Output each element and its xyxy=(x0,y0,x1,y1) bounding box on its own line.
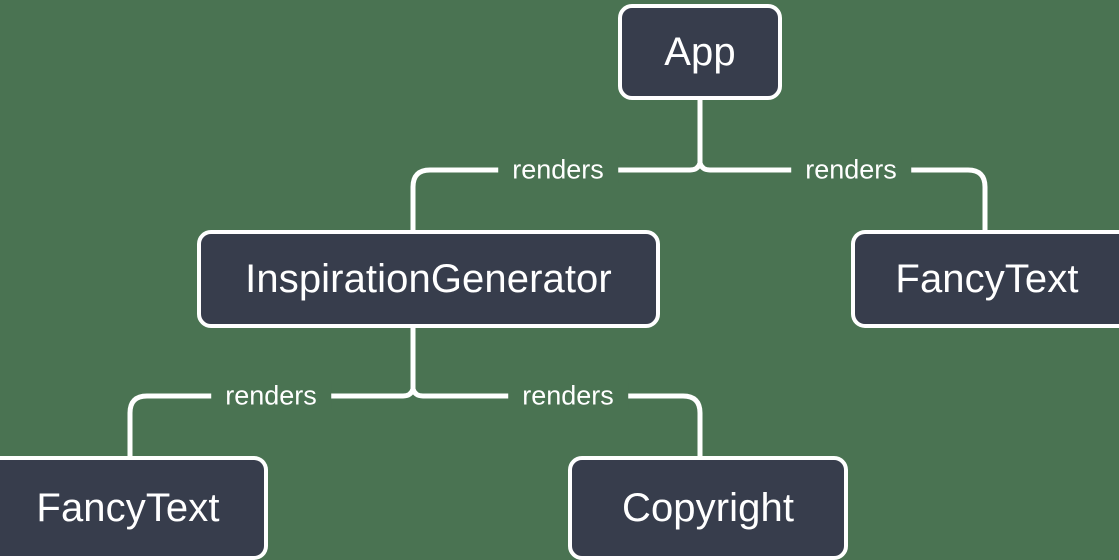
edge-label-app-fancytext: renders xyxy=(791,156,911,184)
node-inspiration-generator[interactable]: InspirationGenerator xyxy=(197,230,660,328)
node-copyright-label: Copyright xyxy=(621,485,795,530)
node-fancy-text-bottom[interactable]: FancyText xyxy=(0,456,268,560)
edge-label-inspirationgenerator-copyright: renders xyxy=(508,382,628,410)
edge-app-to-fancytext xyxy=(697,162,988,230)
node-fancy-text-right-label: FancyText xyxy=(895,256,1079,301)
node-fancy-text-right[interactable]: FancyText xyxy=(851,230,1119,328)
node-fancy-text-bottom-label: FancyText xyxy=(36,485,220,530)
node-app[interactable]: App xyxy=(618,4,782,100)
edge-inspirationgenerator-to-copyright xyxy=(410,388,703,456)
node-app-label: App xyxy=(664,29,736,74)
edge-label-inspirationgenerator-fancytext: renders xyxy=(211,382,331,410)
edge-label-app-inspirationgenerator: renders xyxy=(498,156,618,184)
edge-inspirationgenerator-to-fancytext xyxy=(127,388,416,456)
edge-app-to-inspirationgenerator xyxy=(410,162,703,230)
node-copyright[interactable]: Copyright xyxy=(568,456,848,560)
node-inspiration-generator-label: InspirationGenerator xyxy=(245,256,612,301)
